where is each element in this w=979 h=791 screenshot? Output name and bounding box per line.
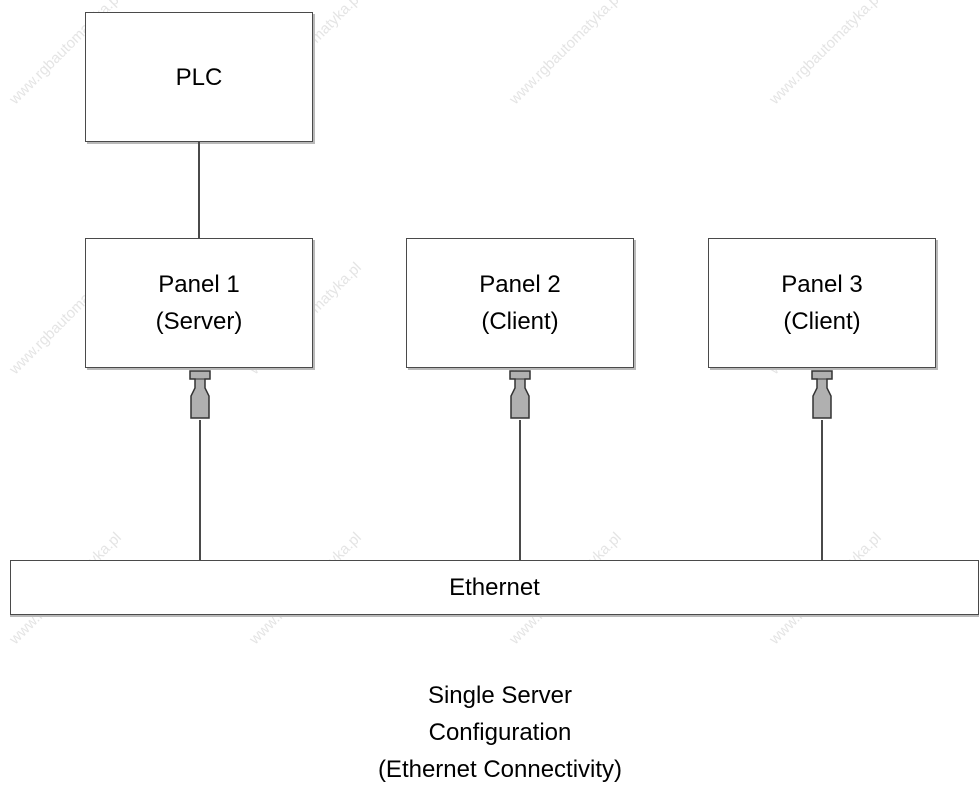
ethernet-port-icon [509, 370, 531, 419]
panel-3-box: Panel 3 (Client) [708, 238, 936, 368]
ethernet-port-icon [811, 370, 833, 419]
panel-2-box: Panel 2 (Client) [406, 238, 634, 368]
panel-2-name: Panel 2 [479, 271, 561, 298]
watermark-text: www.rgbautomatyka.pl [766, 0, 885, 108]
panel-3-ethernet-link [821, 420, 823, 560]
plc-panel1-link [198, 142, 200, 238]
ethernet-port-icon [189, 370, 211, 419]
caption-line: (Ethernet Connectivity) [377, 756, 623, 783]
watermark-text: www.rgbautomatyka.pl [506, 0, 625, 108]
panel-3-role: (Client) [783, 308, 861, 335]
panel-1-role: (Server) [155, 308, 243, 335]
panel-2-ethernet-link [519, 420, 521, 560]
panel-1-name: Panel 1 [158, 271, 240, 298]
caption-line: Configuration [428, 719, 572, 746]
panel-2-role: (Client) [481, 308, 559, 335]
panel-1-ethernet-link [199, 420, 201, 560]
caption-line: Single Server [427, 682, 573, 709]
plc-label: PLC [175, 63, 223, 91]
diagram-caption: Single Server Configuration (Ethernet Co… [0, 677, 979, 788]
ethernet-label: Ethernet [449, 574, 540, 601]
ethernet-bus: Ethernet [10, 560, 979, 615]
panel-1-box: Panel 1 (Server) [85, 238, 313, 368]
plc-box: PLC [85, 12, 313, 142]
panel-3-name: Panel 3 [781, 271, 863, 298]
